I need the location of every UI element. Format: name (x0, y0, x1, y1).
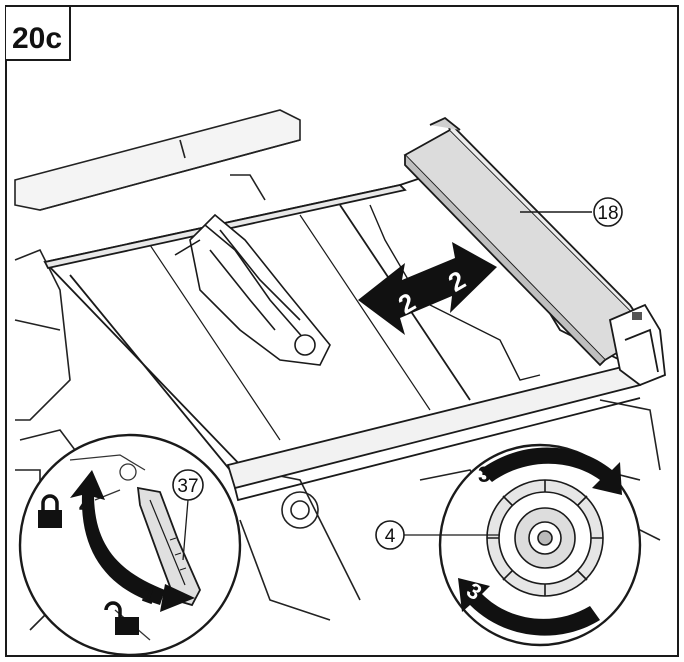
padlock-open-icon (104, 601, 139, 635)
detail-lever: 4 1 37 (18, 433, 242, 657)
adjust-knob (486, 479, 604, 597)
rip-fence (403, 116, 666, 387)
padlock-closed-icon (38, 494, 62, 528)
blade-guard (174, 213, 331, 366)
slide-double-arrow: 2 2 (358, 242, 497, 335)
callout-knob-number: 4 (385, 526, 396, 547)
detail-knob: 3 3 4 (375, 443, 642, 647)
callout-lever-number: 37 (177, 476, 198, 497)
figure-id: 20c (12, 22, 62, 55)
callout-fence-number: 18 (597, 203, 618, 224)
figure-id-box: 20c (6, 5, 71, 61)
step-marker-lever-lock: 4 (79, 493, 92, 518)
callout-fence: 18 (520, 197, 623, 227)
step-marker-knob-top: 3 (478, 462, 490, 487)
